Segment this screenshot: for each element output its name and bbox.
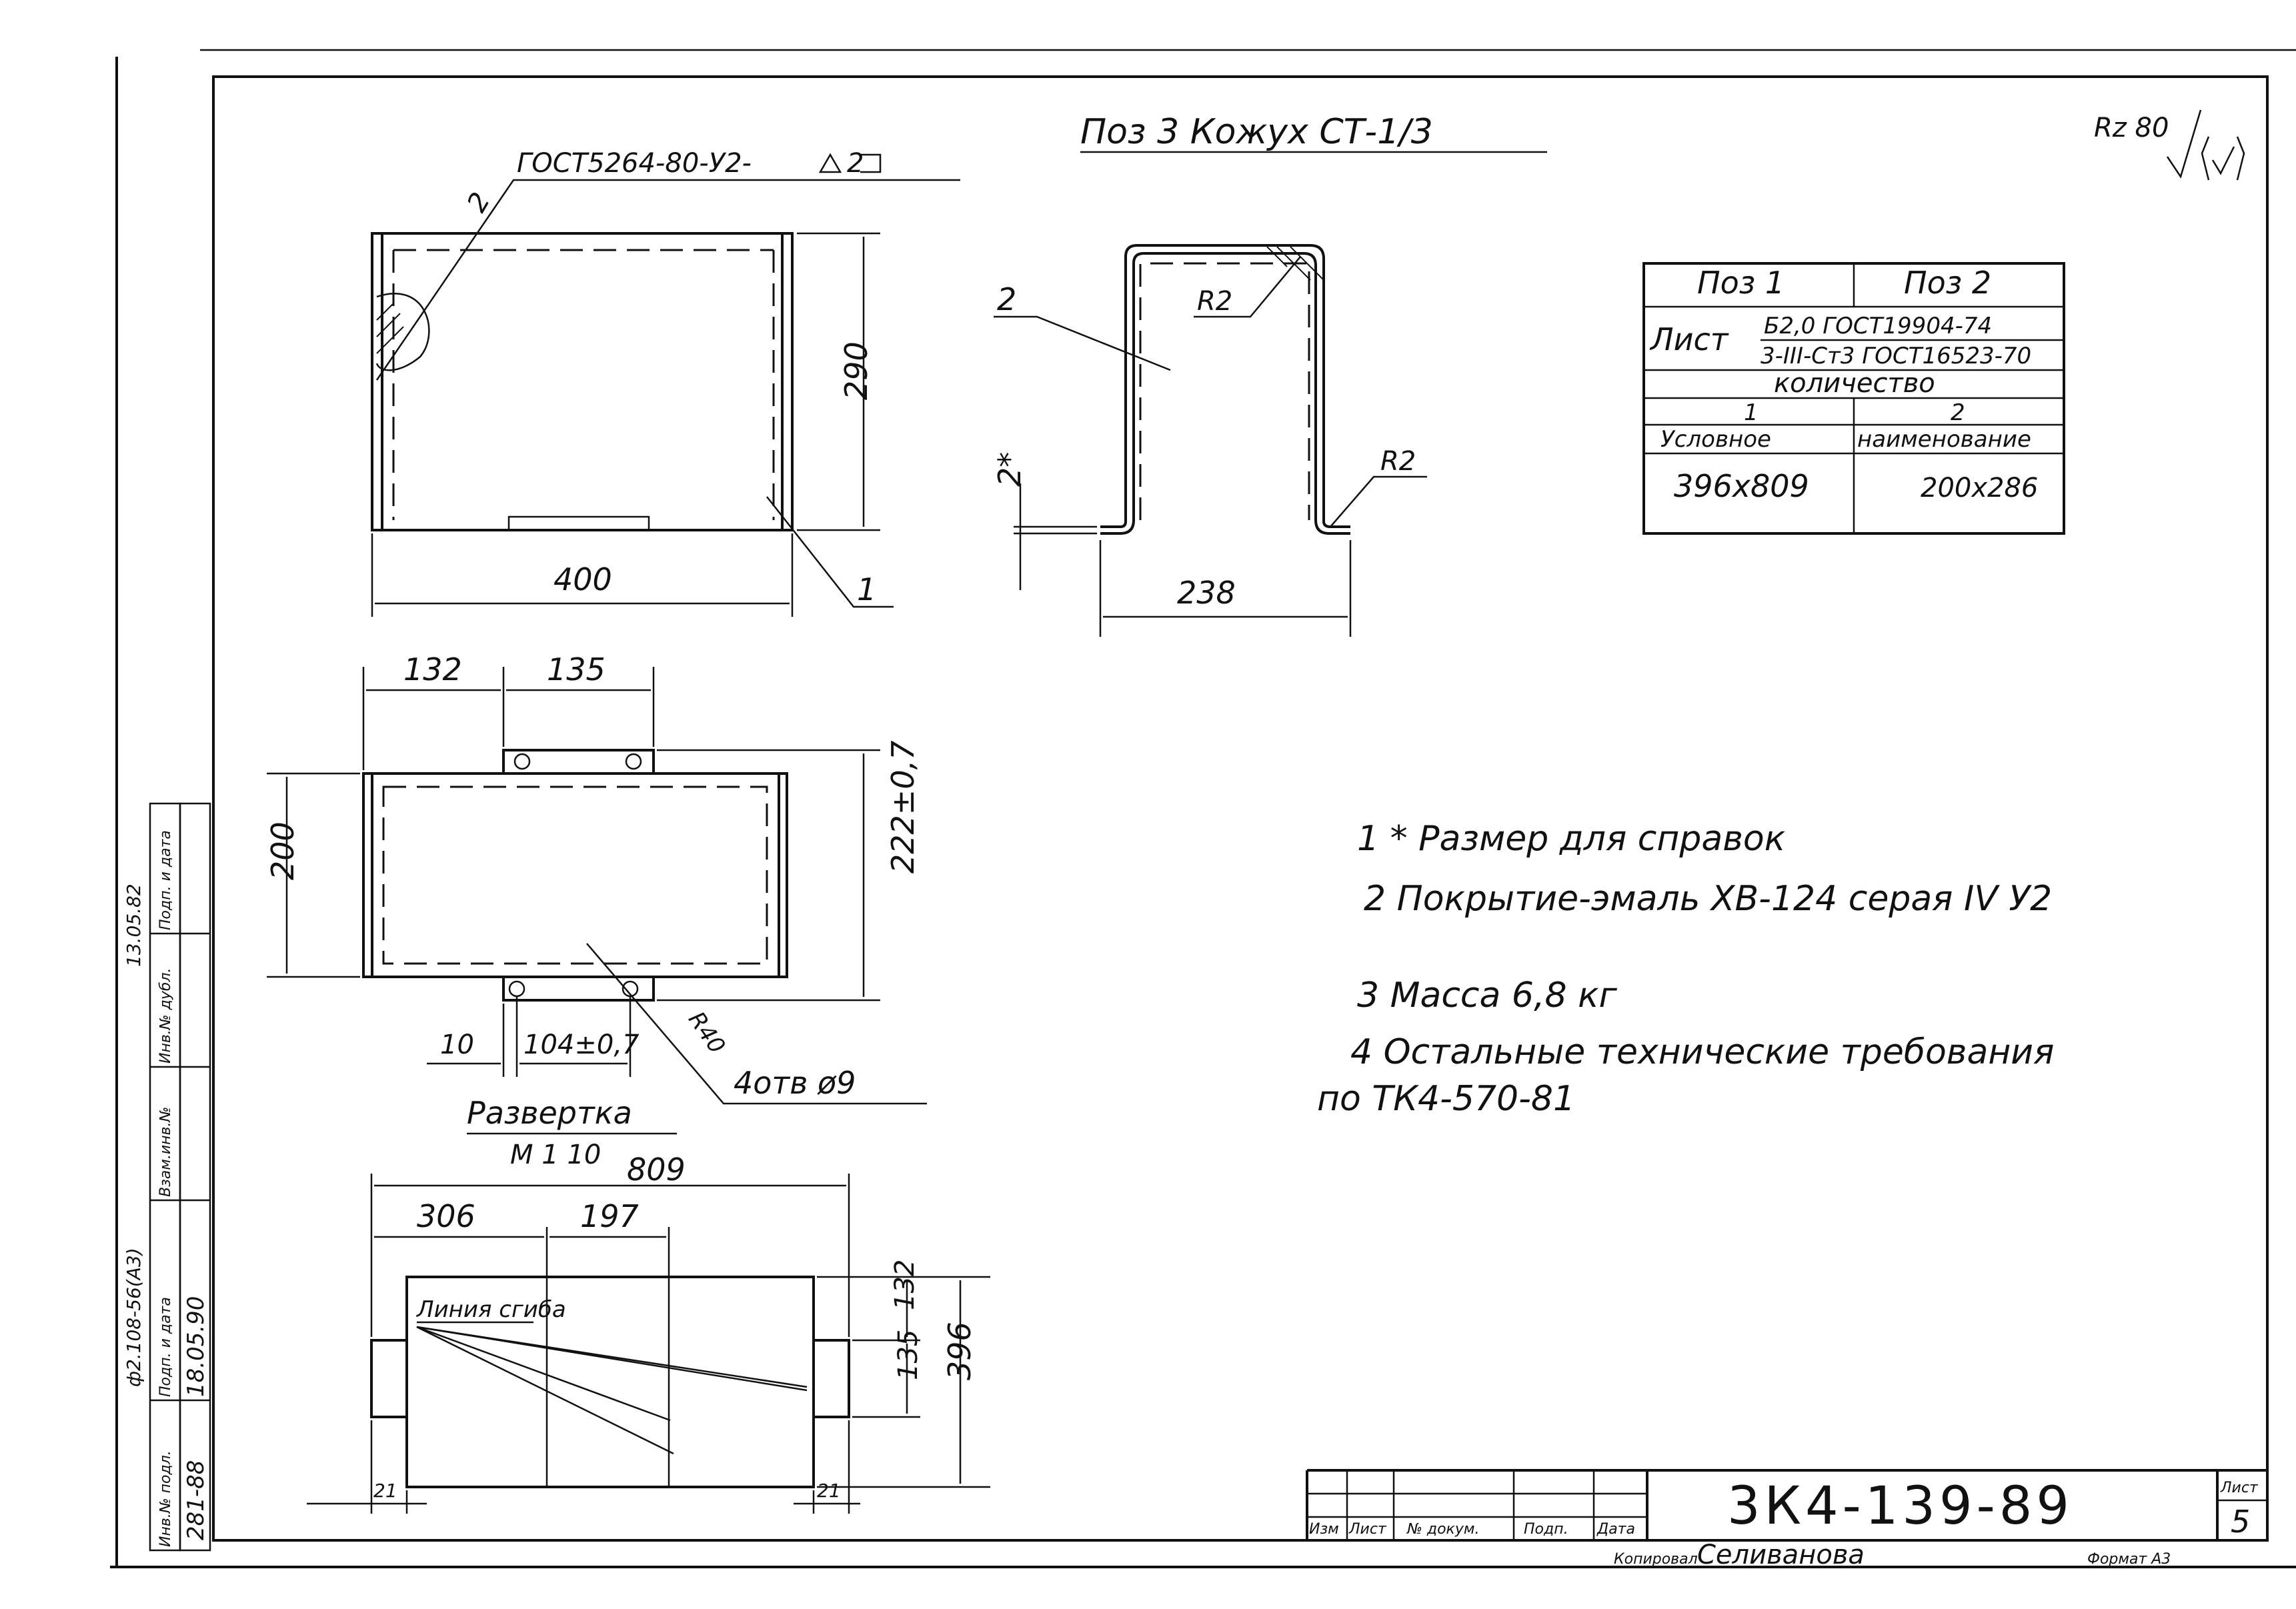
dim-135: 135 xyxy=(547,651,606,687)
col-date: Дата xyxy=(1596,1521,1635,1538)
stamp-vzam: Взам.инв.№ xyxy=(157,1107,174,1197)
roughness-mark: Rz 80 xyxy=(2094,109,2245,181)
dim-21-right: 21 xyxy=(817,1480,841,1502)
stamp-inv-value: 281-88 xyxy=(183,1460,209,1540)
development-view: Линия сгиба 809 306 197 132 135 396 21 2… xyxy=(307,1152,990,1514)
stamp-inv: Инв.№ подл. xyxy=(157,1450,174,1547)
dim-200: 200 xyxy=(265,822,301,880)
stamp-inv-dub: Инв.№ дубл. xyxy=(157,968,174,1064)
dim-135-unfold: 135 xyxy=(893,1330,924,1380)
table-q1: 1 xyxy=(1744,399,1759,426)
dim-400: 400 xyxy=(553,561,612,597)
dim-197: 197 xyxy=(580,1198,639,1234)
dim-809: 809 xyxy=(627,1152,686,1188)
holes-label: 4отв ø9 xyxy=(734,1065,856,1101)
sheet-frame xyxy=(110,49,2296,1568)
table-h1: Поз 1 xyxy=(1697,265,1785,301)
dim-238: 238 xyxy=(1177,575,1236,611)
section-leader-2: 2 xyxy=(997,281,1016,317)
leader-1: 1 xyxy=(857,571,876,607)
note-4: 4 Остальные технические требования xyxy=(1350,1032,2054,1072)
dim-21-left: 21 xyxy=(373,1480,397,1502)
stamp-form: ф2.108-56(А3) xyxy=(123,1248,145,1387)
note-1: 1 * Размер для справок xyxy=(1357,819,1786,859)
checked-label: Копировал xyxy=(1614,1551,1698,1568)
table-q2: 2 xyxy=(1951,399,1965,426)
dim-306: 306 xyxy=(417,1198,475,1234)
dim-104: 104±0,7 xyxy=(523,1030,640,1060)
weld-gost-label: ГОСТ5264-80-У2- xyxy=(517,148,752,179)
dim-396: 396 xyxy=(942,1322,978,1380)
dim-290: 290 xyxy=(838,341,874,400)
svg-text:Rz 80: Rz 80 xyxy=(2094,113,2169,143)
dim-222: 222±0,7 xyxy=(885,741,921,874)
dim-2-star: 2* xyxy=(992,452,1028,487)
sheet-number: 5 xyxy=(2231,1504,2250,1540)
top-view: 132 135 200 222±0,7 10 104±0,7 4отв ø9 R… xyxy=(265,651,927,1105)
weld-size: 2 xyxy=(847,148,864,179)
svg-text:М 1 10: М 1 10 xyxy=(510,1140,601,1170)
stamp-sign-date: Подп. и дата xyxy=(157,1297,174,1397)
radius-r2-bottom: R2 xyxy=(1380,446,1416,477)
table-v2: 200x286 xyxy=(1921,473,2038,503)
drawing-title: Поз 3 Кожух СТ-1/3 xyxy=(1080,112,1433,152)
format-label: Формат А3 xyxy=(2087,1551,2171,1568)
side-stamp: Инв.№ подл. 281-88 Подп. и дата 18.05.90… xyxy=(123,802,211,1552)
development-title: Развертка М 1 10 xyxy=(467,1095,677,1170)
table-v1: 396x809 xyxy=(1674,468,1809,504)
col-izm: Изм xyxy=(1309,1521,1339,1538)
title-block: Изм Лист № докум. Подп. Дата 3К4-139-89 … xyxy=(1306,1469,2267,1570)
section-view: 2 R2 R2 238 2* xyxy=(992,244,1427,637)
document-code: 3К4-139-89 xyxy=(1727,1476,2073,1536)
dim-10: 10 xyxy=(440,1030,474,1060)
dim-132: 132 xyxy=(403,651,462,687)
checker-name: Селиванова xyxy=(1697,1540,1865,1570)
col-sign: Подп. xyxy=(1524,1521,1568,1538)
table-mat2: 3-III-Ст3 ГОСТ16523-70 xyxy=(1761,343,2031,369)
table-cond: Условное xyxy=(1660,426,1771,453)
table-h2: Поз 2 xyxy=(1904,265,1991,301)
radius-40: R40 xyxy=(683,1007,730,1059)
table-qty: количество xyxy=(1774,368,1935,399)
stamp-sign-value: 18.05.90 xyxy=(183,1296,209,1397)
table-name: наименование xyxy=(1857,426,2031,453)
spec-table: Поз 1 Поз 2 Лист Б2,0 ГОСТ19904-74 3-III… xyxy=(1642,262,2065,535)
radius-r2-top: R2 xyxy=(1197,286,1232,317)
sheet-label: Лист xyxy=(2220,1480,2259,1496)
technical-notes: 1 * Размер для справок 2 Покрытие-эмаль … xyxy=(1317,819,2054,1119)
front-view: ГОСТ5264-80-У2- 2 2 290 400 1 xyxy=(371,148,960,617)
svg-text:Развертка: Развертка xyxy=(467,1095,632,1131)
col-list: Лист xyxy=(1348,1521,1387,1538)
stamp-note: 13.05.82 xyxy=(123,884,145,967)
bend-line-label: Линия сгиба xyxy=(415,1296,566,1323)
note-2: 2 Покрытие-эмаль ХВ-124 серая IV У2 xyxy=(1364,879,2052,919)
table-mat1: Б2,0 ГОСТ19904-74 xyxy=(1764,313,1992,339)
note-3: 3 Масса 6,8 кг xyxy=(1357,976,1618,1016)
stamp-podp: Подп. и дата xyxy=(157,830,174,930)
col-doc: № докум. xyxy=(1406,1521,1479,1538)
table-sheet-word: Лист xyxy=(1649,321,1729,357)
dim-132-unfold: 132 xyxy=(890,1260,920,1310)
note-5: по ТК4-570-81 xyxy=(1317,1079,1575,1119)
